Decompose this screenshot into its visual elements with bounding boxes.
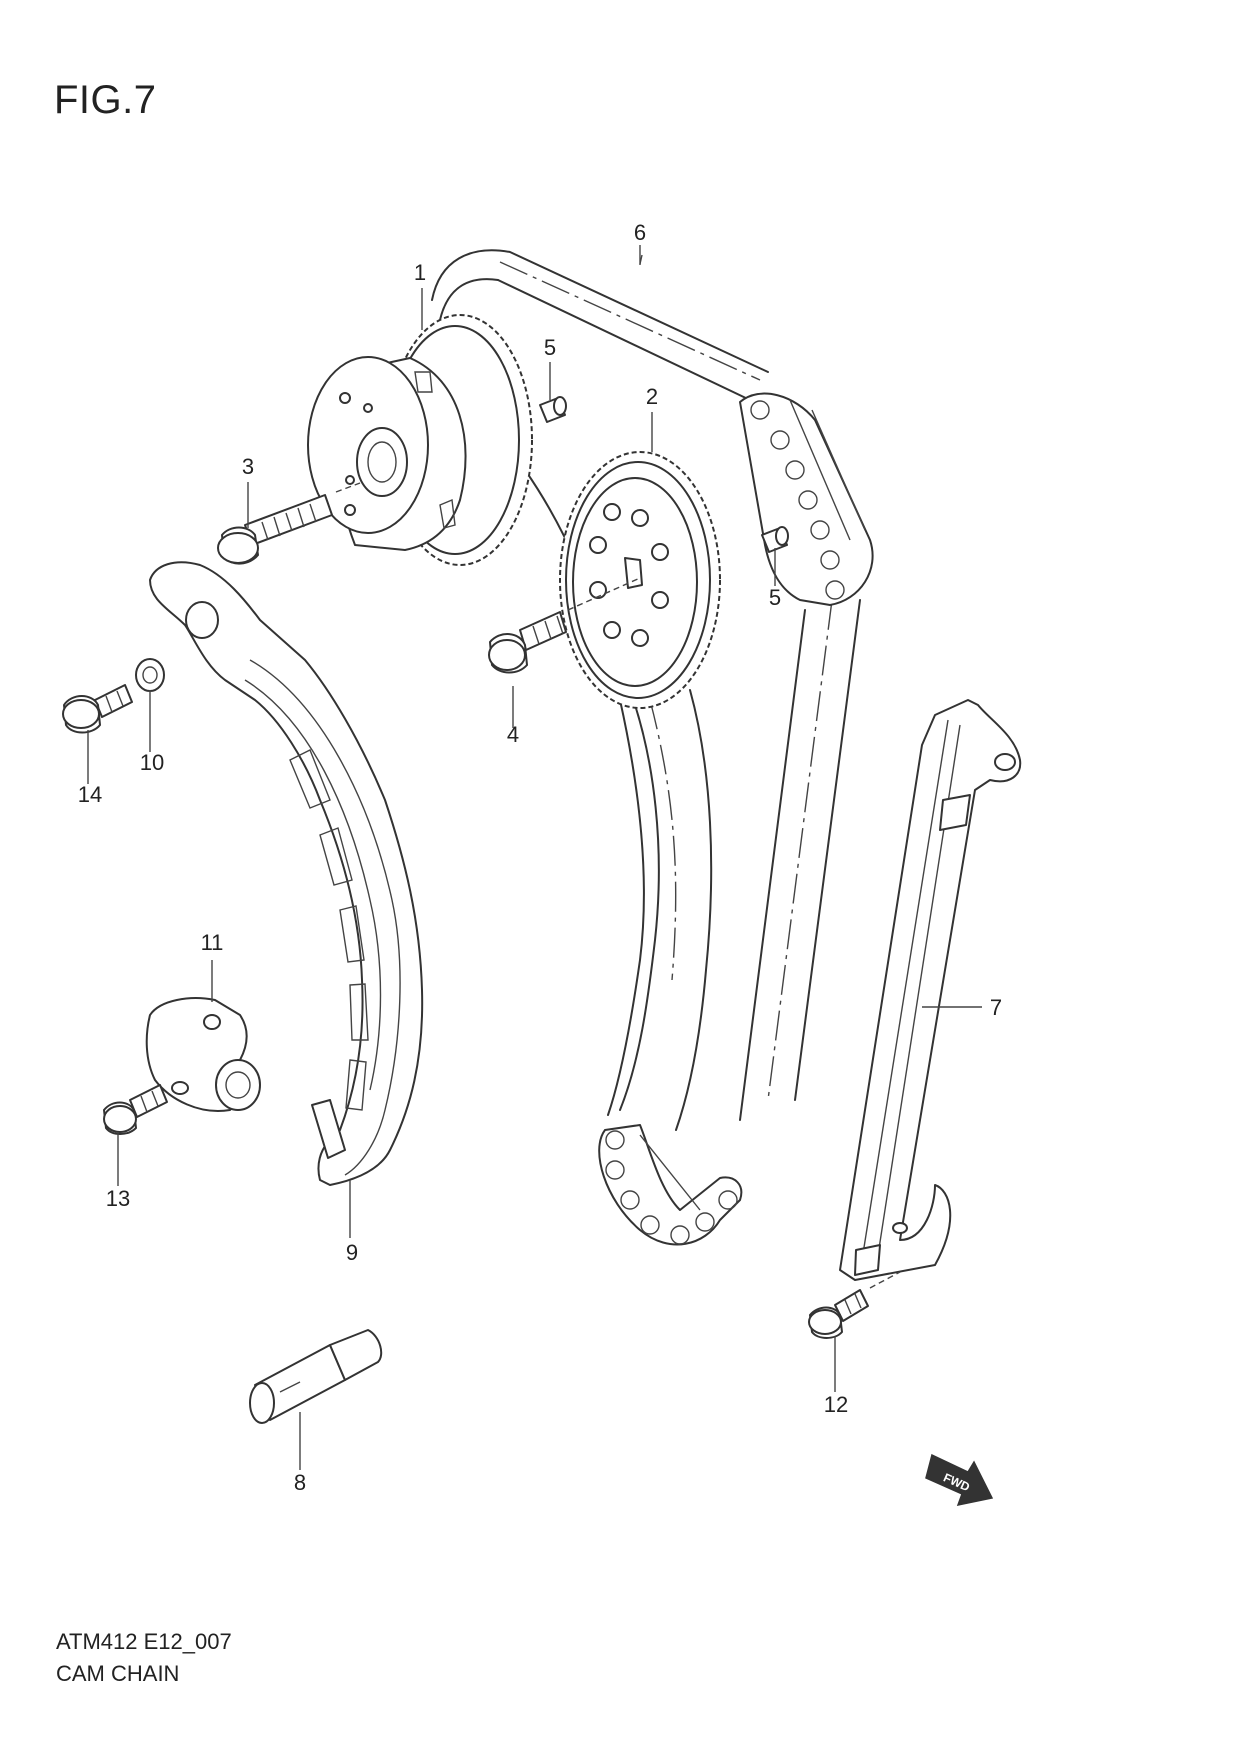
chain-guide-7	[839, 699, 1022, 1281]
cam-sprocket-2	[559, 451, 721, 709]
guide-bolt-12	[808, 1271, 901, 1339]
cam-chain	[431, 249, 874, 1246]
chain-tensioner-11	[145, 997, 261, 1112]
pin-8	[249, 1329, 383, 1424]
callout-5-upper: 5	[544, 335, 556, 360]
callout-3: 3	[242, 454, 254, 479]
callout-11: 11	[201, 930, 224, 955]
callout-1: 1	[414, 260, 426, 285]
figure-code: ATM412 E12_007	[56, 1629, 232, 1654]
tensioner-bolt-13	[103, 1084, 168, 1135]
figure-title: FIG.7	[54, 78, 157, 122]
sprocket-bolt-3	[217, 482, 361, 565]
callout-6: 6	[634, 220, 646, 245]
callout-4: 4	[507, 722, 519, 747]
dowel-pin-5-lower	[761, 526, 789, 553]
leader-lines	[87, 245, 982, 1470]
callout-2: 2	[646, 384, 658, 409]
collar-10	[135, 658, 165, 692]
figure-name: CAM CHAIN	[56, 1661, 180, 1686]
fwd-arrow-icon: FWD	[925, 1453, 994, 1507]
callout-5-lower: 5	[769, 585, 781, 610]
callout-8: 8	[294, 1470, 306, 1495]
callout-14: 14	[78, 782, 102, 807]
callout-13: 13	[106, 1186, 130, 1211]
tensioner-arm-9	[149, 561, 424, 1186]
pivot-bolt-14	[62, 684, 133, 734]
callout-9: 9	[346, 1240, 358, 1265]
callout-7: 7	[990, 995, 1002, 1020]
callout-numbers: 1 2 3 4 5 5 6 7 8 9 10 11 12 13 14	[78, 220, 1002, 1495]
callout-10: 10	[140, 750, 164, 775]
callout-12: 12	[824, 1392, 848, 1417]
sprocket-bolt-4	[488, 577, 641, 674]
cam-sprocket-1	[307, 314, 533, 566]
dowel-pin-5-upper	[539, 396, 567, 423]
